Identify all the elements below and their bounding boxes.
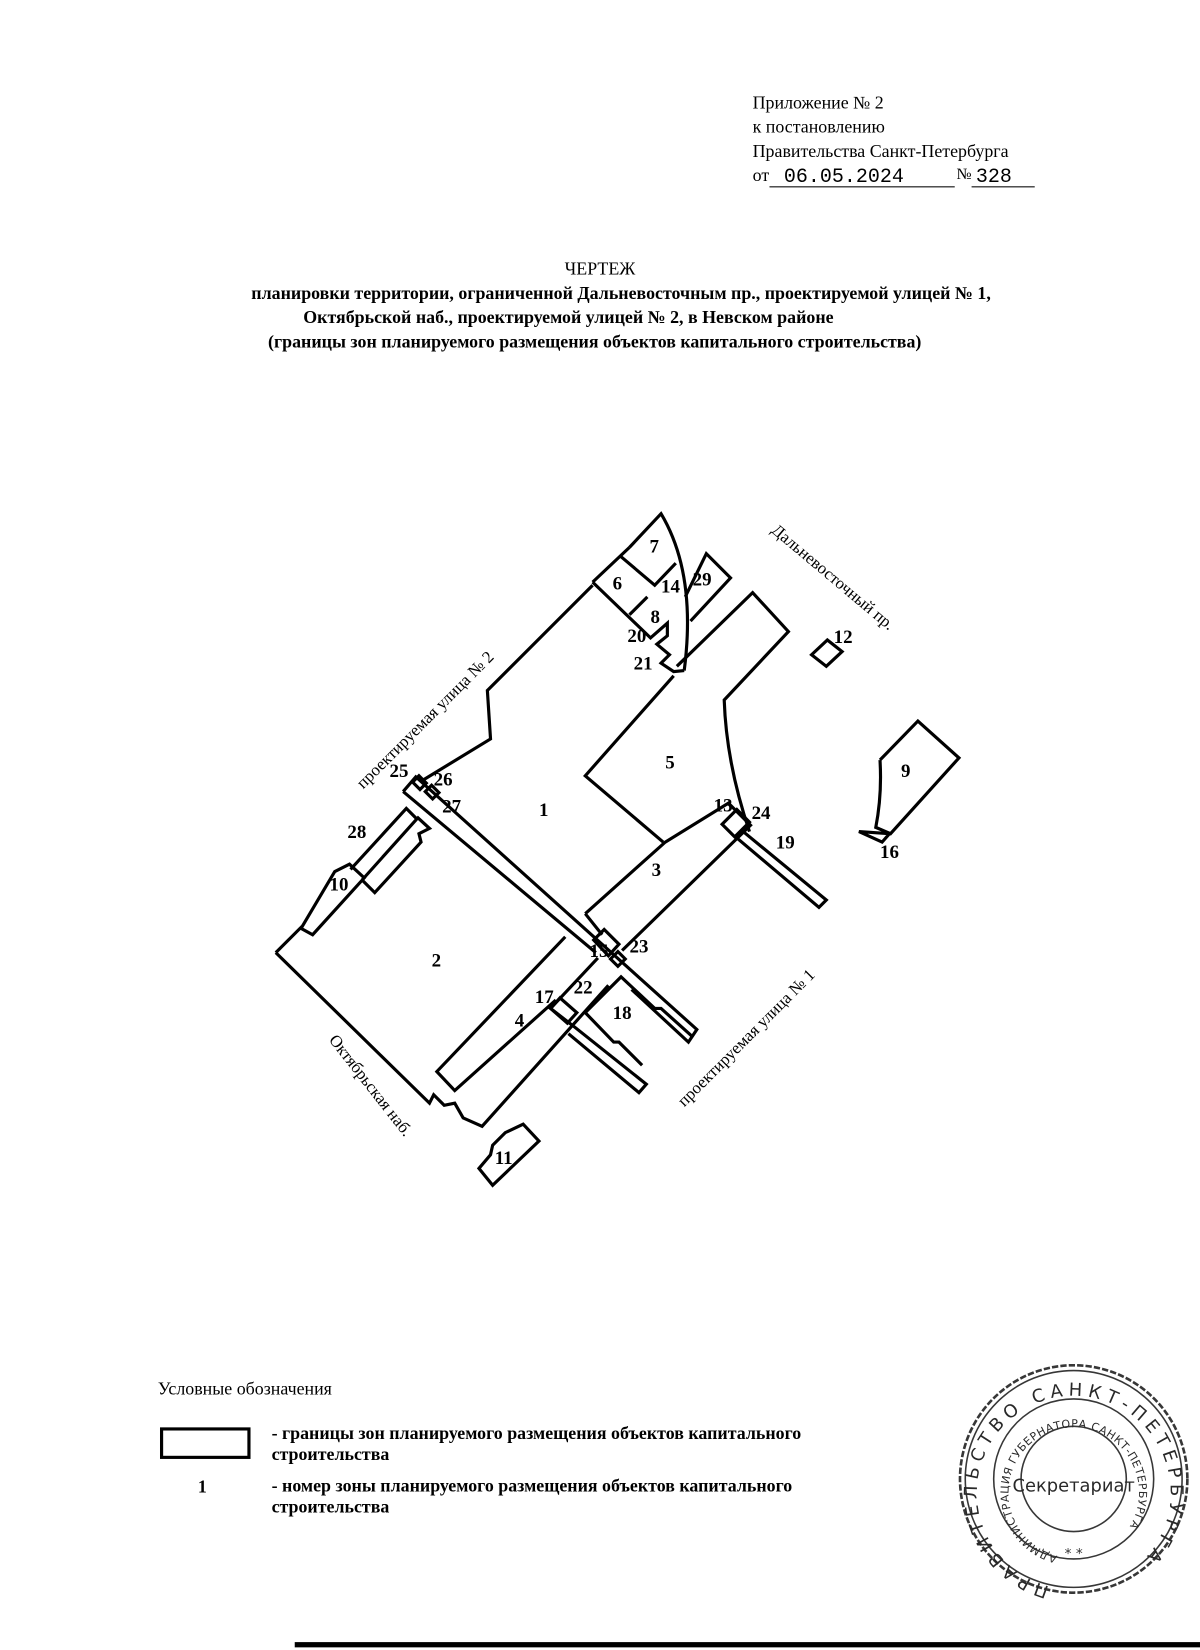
stamp-stars: * * <box>1065 1546 1083 1562</box>
zone-label-25: 25 <box>389 761 408 782</box>
title-drawing: ЧЕРТЕЖ <box>564 258 636 279</box>
stamp-inner-ring-2 <box>992 1398 1155 1560</box>
zone-29-boundary <box>683 551 733 623</box>
zone-label-26: 26 <box>434 769 453 790</box>
zone-25-26-boxes <box>410 773 442 802</box>
zone-2-north-edge <box>274 925 304 954</box>
zone-label-27: 27 <box>442 797 461 818</box>
date-prefix: от <box>752 165 770 186</box>
appendix-number: Приложение № 2 <box>752 92 884 113</box>
appendix-government: Правительства Санкт-Петербурга <box>752 141 1009 162</box>
zone-label-8: 8 <box>651 607 660 628</box>
zone-6-8-lower-edge <box>591 546 685 674</box>
zone-label-9: 9 <box>901 761 910 782</box>
zone-labels: 1 2 3 4 5 6 7 8 9 10 11 12 13 14 15 16 1… <box>329 537 910 1170</box>
zone-3-boundary <box>584 801 753 952</box>
zone-label-7: 7 <box>649 537 658 558</box>
zone-label-16: 16 <box>880 842 899 863</box>
zone-label-5: 5 <box>665 752 674 773</box>
zone-label-23: 23 <box>629 937 648 958</box>
zone-18-boundary <box>584 974 694 1067</box>
zone-17-box <box>548 995 580 1026</box>
legend-number-text: - номер зоны планируемого размещения объ… <box>271 1475 793 1517</box>
zone-label-13: 13 <box>714 796 733 817</box>
legend-heading: Условные обозначения <box>157 1378 332 1399</box>
zone-label-22: 22 <box>574 978 593 999</box>
zone-7-boundary <box>618 554 677 588</box>
zone-label-28: 28 <box>347 822 366 843</box>
stamp-inner-ring-3 <box>1020 1425 1128 1533</box>
zone-label-29: 29 <box>693 569 712 590</box>
zone-5-boundary <box>583 590 791 844</box>
zone-label-18: 18 <box>613 1003 632 1024</box>
zone-label-11: 11 <box>495 1148 513 1169</box>
zone-11-boundary <box>476 1122 542 1188</box>
zone-6-8-separator <box>628 595 649 616</box>
zone-10-boundary <box>298 862 367 937</box>
stamp-outer-ring <box>958 1363 1189 1594</box>
zone-label-15: 15 <box>589 941 608 962</box>
zone-label-20: 20 <box>627 626 646 647</box>
street-labels: проектируемая улица № 2 Дальневосточный … <box>325 520 898 1140</box>
page-bottom-rule <box>294 1642 1200 1648</box>
resolution-date: 06.05.2024 <box>769 167 955 188</box>
zone-label-10: 10 <box>329 875 348 896</box>
document-title: ЧЕРТЕЖ планировки территории, ограниченн… <box>0 257 1200 354</box>
legend-boundary-symbol <box>159 1427 251 1459</box>
zone-label-19: 19 <box>776 832 795 853</box>
zone-17-arm <box>567 1025 649 1095</box>
zone-12-boundary <box>809 637 845 669</box>
zone-16-triangle <box>858 830 893 845</box>
stamp-center-text: Секретариат <box>1013 1476 1135 1497</box>
official-stamp: ПРАВИТЕЛЬСТВО САНКТ-ПЕТЕРБУРГА АДМИНИСТР… <box>958 1363 1189 1602</box>
zone-label-24: 24 <box>752 803 771 824</box>
zone-label-4: 4 <box>515 1010 525 1031</box>
zone-1-west-edge <box>422 584 594 782</box>
street-label-proj-1: проектируемая улица № 1 <box>674 965 819 1110</box>
zone-23-box <box>608 949 628 969</box>
zone-28-strip <box>349 806 420 882</box>
zone-label-21: 21 <box>634 653 653 674</box>
appendix-resolution: к постановлению <box>752 116 885 137</box>
legend-boundary-text: - границы зон планируемого размещения об… <box>271 1423 802 1465</box>
street-label-proj-2: проектируемая улица № 2 <box>353 647 498 792</box>
legend-number-sample: 1 <box>197 1476 207 1497</box>
zone-7-14-arc <box>628 511 690 671</box>
zone-2-upper-rect <box>360 815 433 895</box>
stamp-inner-ring-1 <box>964 1369 1183 1589</box>
zone-9-boundary <box>873 718 962 836</box>
zone-label-3: 3 <box>652 860 661 881</box>
resolution-number: 328 <box>971 167 1035 188</box>
number-prefix: № <box>956 166 972 184</box>
zone-label-14: 14 <box>661 577 680 598</box>
zone-label-17: 17 <box>535 987 554 1008</box>
title-line-2: Октябрьской наб., проектируемой улицей №… <box>303 307 834 328</box>
appendix-header: Приложение № 2 к постановлению Правитель… <box>753 91 1035 188</box>
zone-label-2: 2 <box>432 950 441 971</box>
zone-label-1: 1 <box>539 800 548 821</box>
zone-15-box <box>591 927 622 959</box>
zone-label-12: 12 <box>834 627 853 648</box>
zone-13-24-box <box>719 807 752 840</box>
zone-19-arm <box>735 830 829 910</box>
title-line-1: планировки территории, ограниченной Даль… <box>251 283 991 304</box>
zone-2-boundary <box>274 951 610 1129</box>
zone-boundaries <box>274 511 962 1188</box>
zone-label-6: 6 <box>613 573 622 594</box>
title-line-3: (границы зон планируемого размещения объ… <box>268 331 922 352</box>
street-label-dalnevostochny: Дальневосточный пр. <box>768 520 899 634</box>
